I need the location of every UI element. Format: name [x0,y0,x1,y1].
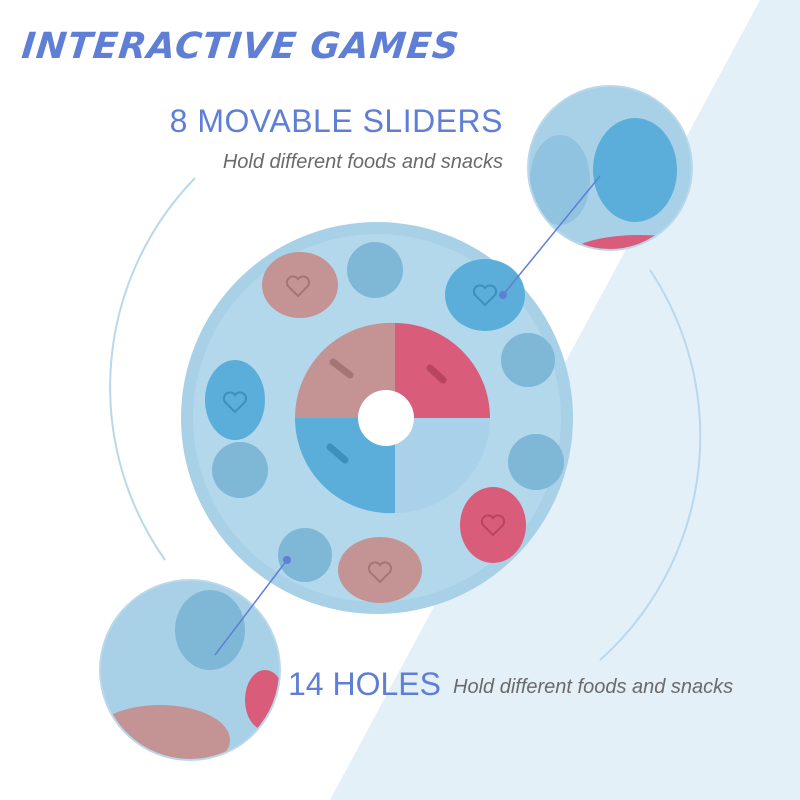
center-disc [294,322,490,514]
hole [212,442,268,498]
slider [338,537,422,603]
heart-icon [480,514,506,537]
bone-icon [426,364,447,384]
feature-description-holes: Hold different foods and snacks [453,676,734,698]
page-headline: INTERACTIVE GAMES [19,26,462,67]
heart-icon [285,275,311,298]
bone-icon [326,443,349,464]
callout-pointer [214,559,288,656]
slider [205,360,265,440]
callout-pointer [502,175,601,296]
feature-title-sliders: 8 MOVABLE SLIDERS [169,103,503,139]
heart-icon [222,391,248,414]
hole [347,242,403,298]
hole [278,528,332,582]
hole [508,434,564,490]
heart-icon [472,284,498,307]
decorative-arc-right [599,269,702,661]
slider [262,252,338,318]
slider [445,259,525,331]
zoom-callout-sliders [499,85,693,299]
feature-description-sliders: Hold different foods and snacks [222,151,503,173]
zoom-callout-holes [99,556,291,761]
bone-icon [329,358,354,379]
feature-title-holes: 14 HOLES [288,666,441,702]
heart-icon [367,561,393,584]
puzzle-toy [181,222,573,614]
decorative-arc-left [109,177,196,561]
hole [501,333,555,387]
slider [460,487,526,563]
